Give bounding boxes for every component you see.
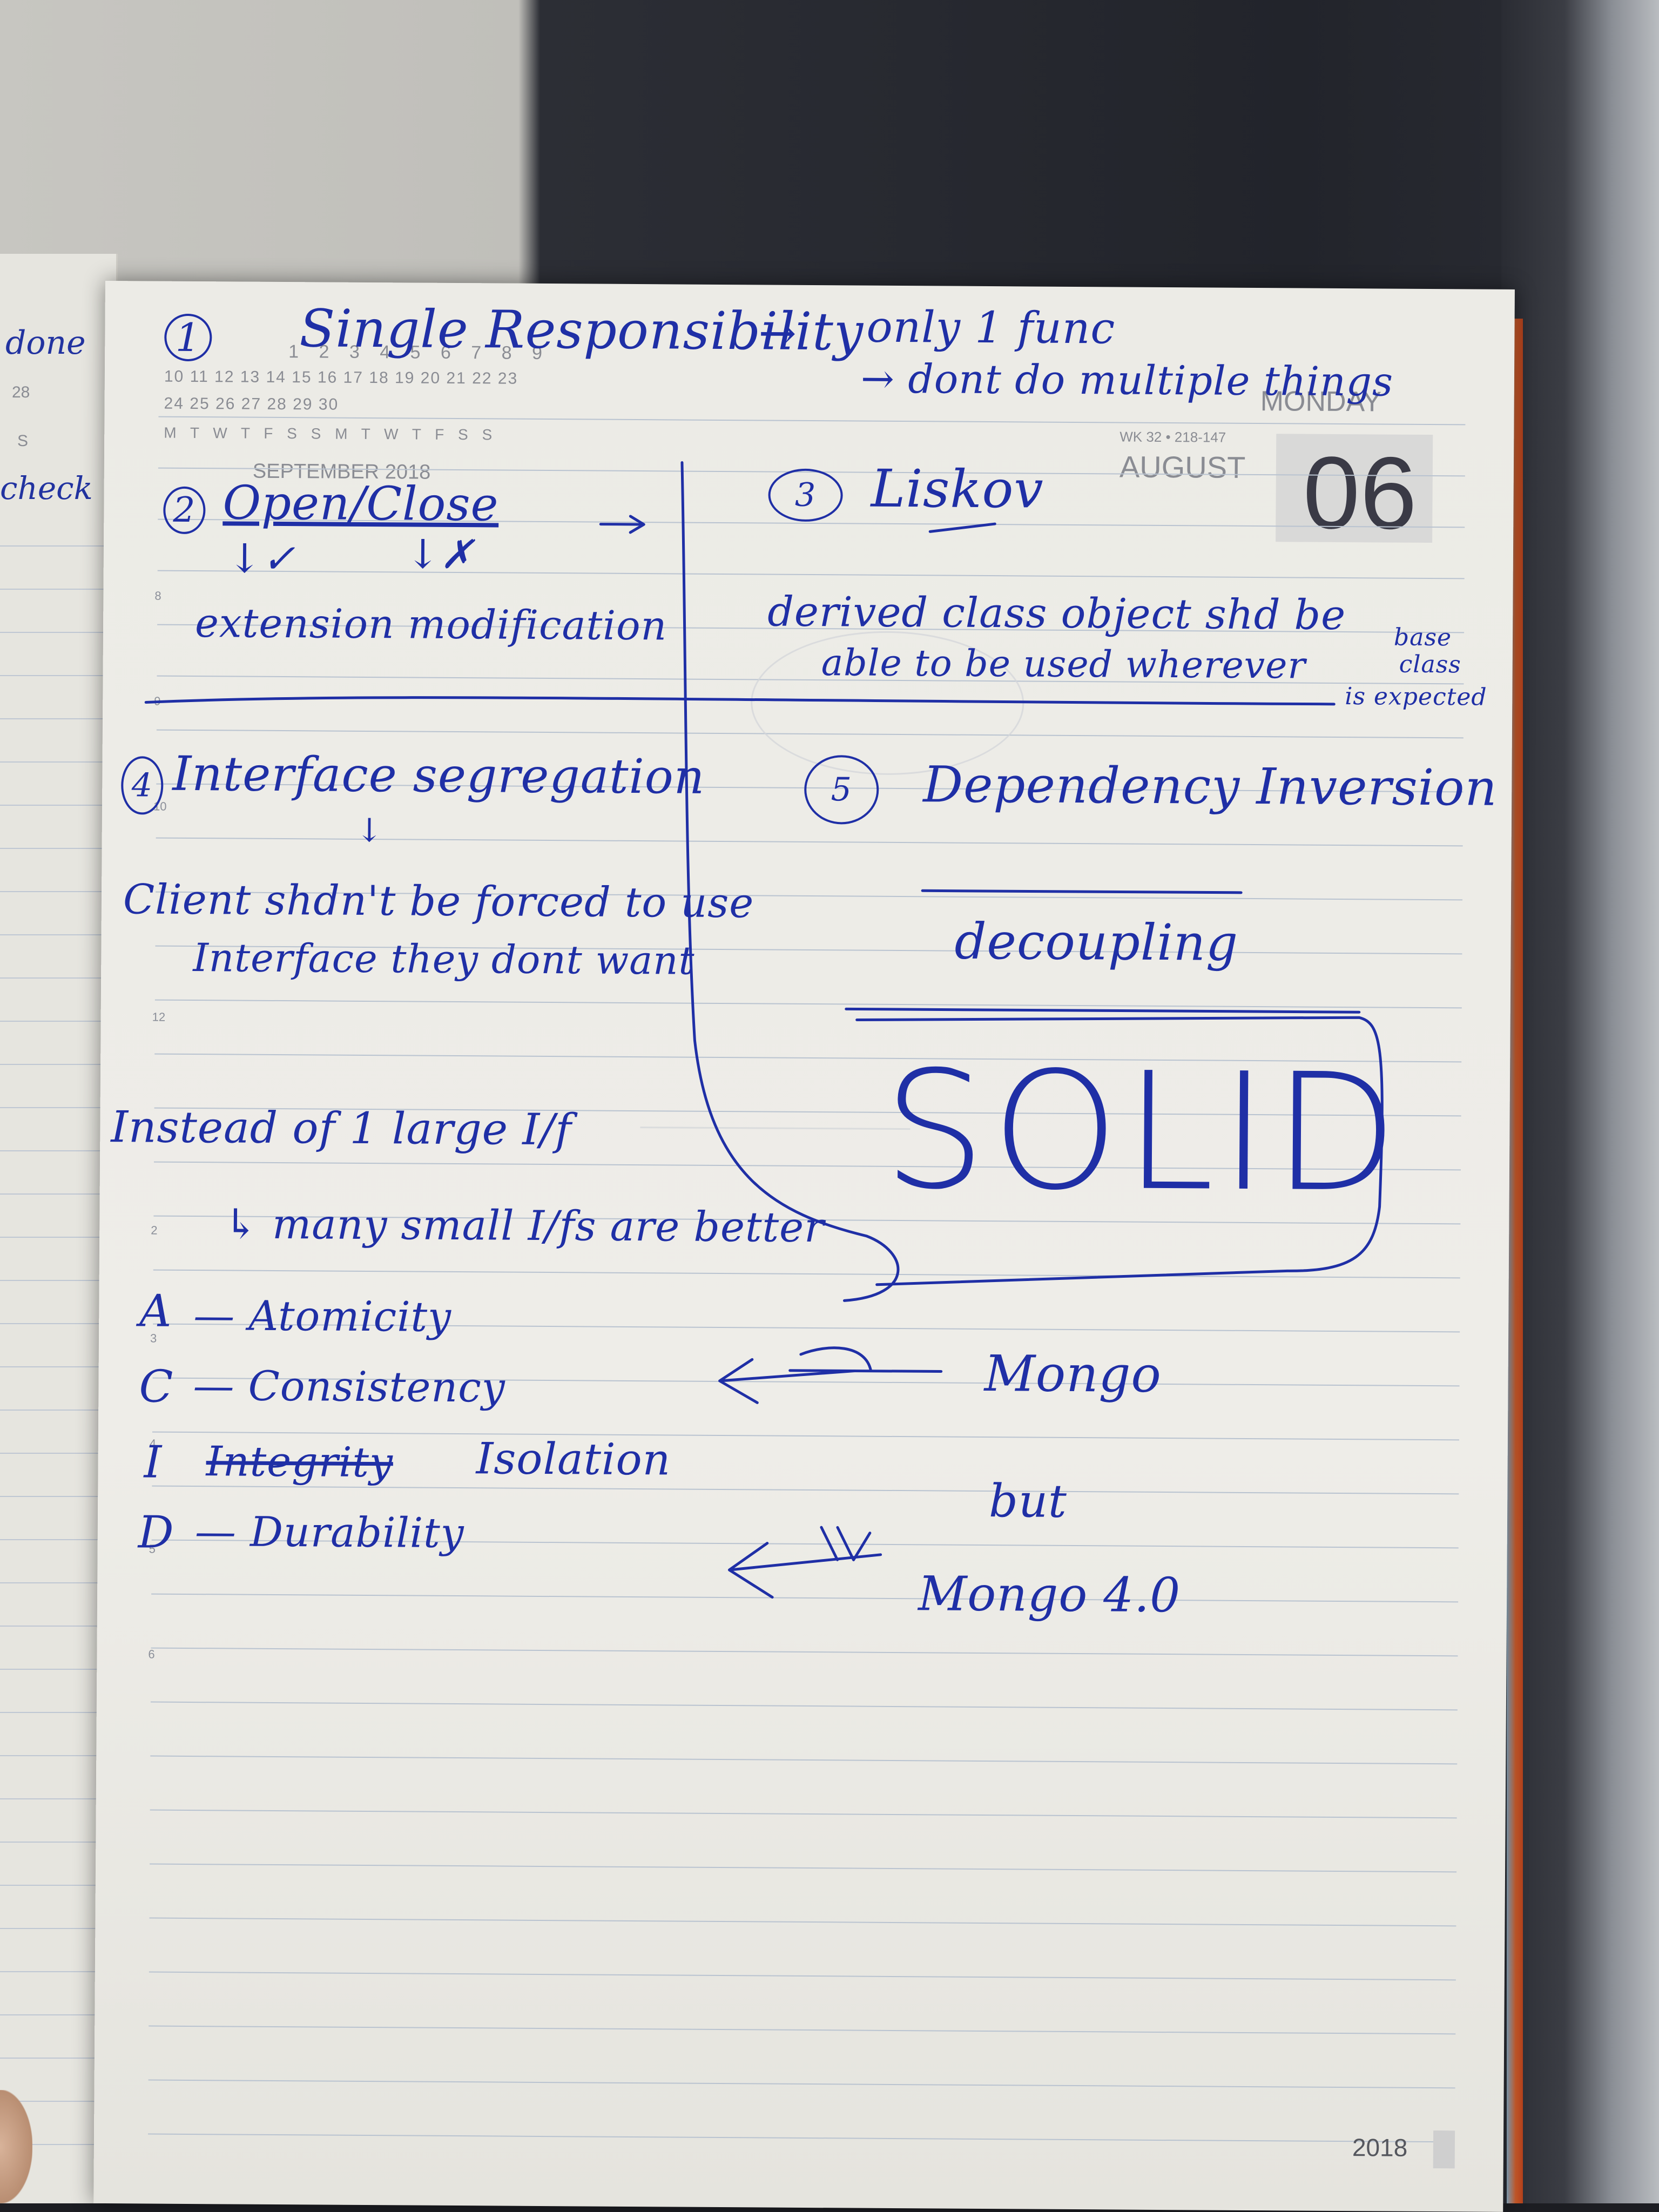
- left-word-done: done: [5, 324, 86, 362]
- left-date-28: 28: [12, 383, 30, 401]
- left-word-check: check: [0, 470, 93, 507]
- left-letter-s: S: [17, 432, 29, 450]
- background-wall: [0, 0, 1659, 302]
- background-room: [1501, 0, 1659, 2203]
- diary-page: 1 2 3 4 5 6 7 8 9 10 11 12 13 14 15 16 1…: [93, 281, 1515, 2212]
- pen-strokes: [144, 461, 1384, 1599]
- thumb: [0, 2090, 32, 2203]
- left-diary-page: done 28 S check: [0, 254, 118, 2203]
